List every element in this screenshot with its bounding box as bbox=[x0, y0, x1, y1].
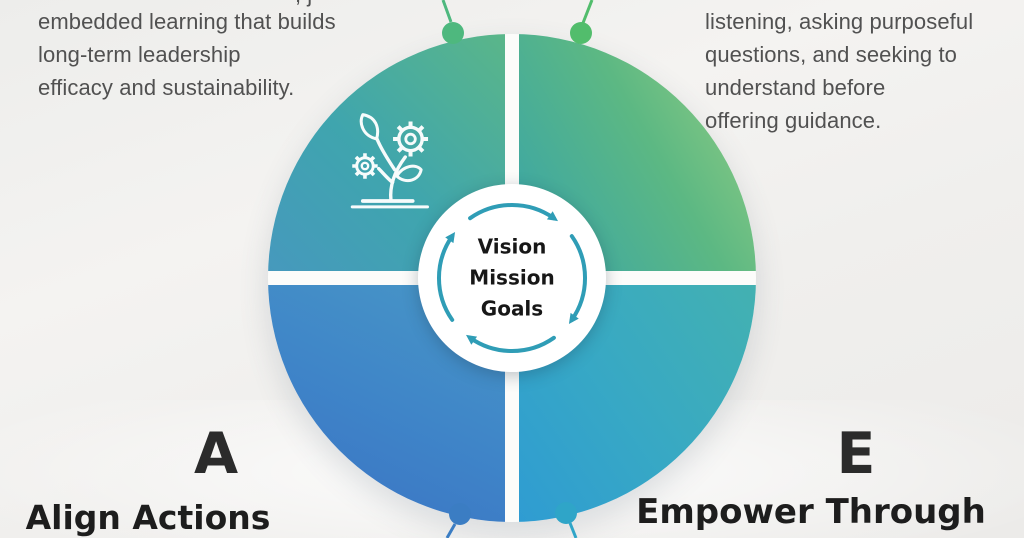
callout-top-left-clipped-line: , j bbox=[295, 0, 312, 6]
section-title-empower-through: Empower Through bbox=[636, 492, 986, 532]
section-title-align-actions: Align Actions bbox=[25, 498, 271, 537]
callout-top-left-text: embedded learning that builds long-term … bbox=[38, 9, 336, 100]
center-hub: Vision Mission Goals bbox=[418, 184, 606, 372]
hub-labels: Vision Mission Goals bbox=[418, 232, 606, 325]
section-letter-a: A bbox=[193, 421, 239, 487]
growth-plant-gears-icon bbox=[348, 104, 454, 210]
hub-label-goals: Goals bbox=[480, 296, 544, 321]
quadrant-top-left bbox=[268, 34, 505, 271]
section-letter-e: E bbox=[836, 421, 876, 487]
hub-label-mission: Mission bbox=[469, 265, 555, 290]
hub-label-vision: Vision bbox=[477, 234, 547, 259]
cycle-arrows-icon bbox=[437, 203, 587, 353]
leadership-cycle-wheel: Vision Mission Goals bbox=[268, 34, 756, 522]
callout-top-right-text: listening, asking purposeful questions, … bbox=[705, 9, 974, 133]
